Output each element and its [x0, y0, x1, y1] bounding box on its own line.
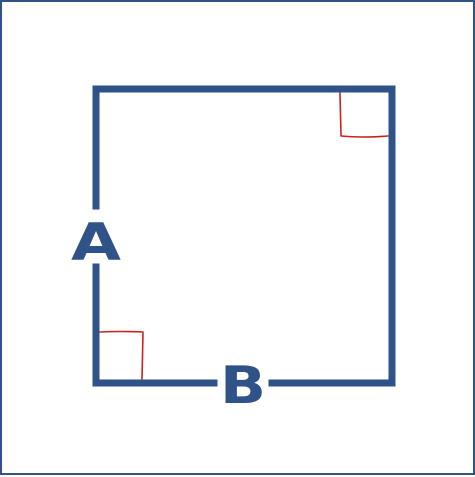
square-outline — [92, 85, 396, 387]
right-angle-marker-bottom-left — [99, 330, 144, 380]
right-angle-marker-top-right — [339, 92, 389, 138]
label-a: A — [71, 213, 121, 273]
label-b: B — [220, 356, 266, 416]
